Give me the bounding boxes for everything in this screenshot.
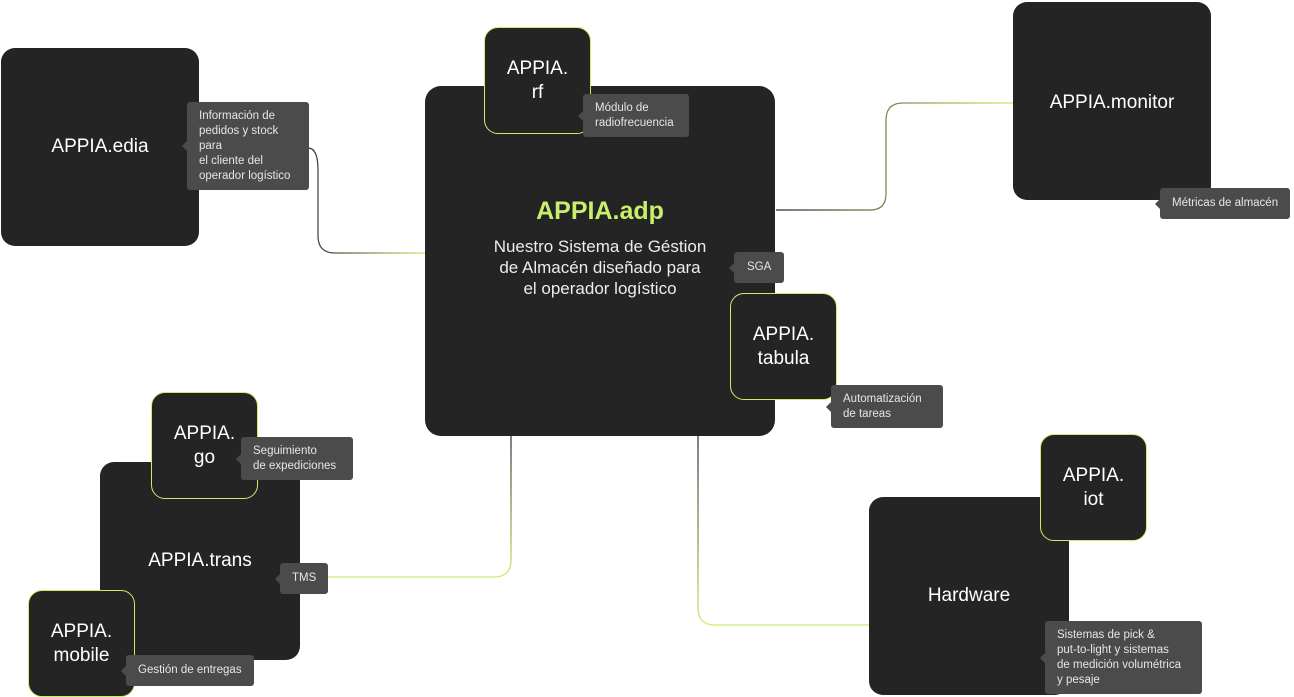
node-tabula[interactable]: APPIA. tabula <box>730 293 837 400</box>
node-hardware[interactable]: Hardware <box>869 497 1069 695</box>
node-mobile[interactable]: APPIA. mobile <box>28 590 135 697</box>
node-rf[interactable]: APPIA. rf <box>484 27 591 134</box>
tooltip-hardware: Sistemas de pick & put-to-light y sistem… <box>1040 621 1202 694</box>
tooltip-rf: Módulo de radiofrecuencia <box>578 94 689 137</box>
tooltip-edia: Información de pedidos y stock para el c… <box>182 102 309 190</box>
node-tabula-label: APPIA. tabula <box>752 323 815 369</box>
tooltip-tabula: Automatización de tareas <box>826 385 943 428</box>
link-adp-trans <box>327 436 512 578</box>
link-adp-monitor <box>776 102 1014 211</box>
node-go-label: APPIA. go <box>173 422 236 468</box>
node-trans-label: APPIA.trans <box>148 550 252 571</box>
link-edia-adp <box>307 147 426 254</box>
center-description: Nuestro Sistema de Géstion de Almacén di… <box>493 236 707 298</box>
tooltip-mobile: Gestión de entregas <box>121 655 254 686</box>
node-rf-label: APPIA. rf <box>506 57 569 103</box>
link-adp-hardware <box>697 436 871 626</box>
node-hardware-label: Hardware <box>927 585 1011 606</box>
center-title: APPIA.adp <box>536 196 664 225</box>
tooltip-go: Seguimiento de expediciones <box>236 437 353 480</box>
sga-tag: SGA <box>728 252 785 283</box>
node-edia[interactable]: APPIA.edia <box>1 48 199 246</box>
center-node-adp[interactable]: APPIA.adp Nuestro Sistema de Géstion de … <box>425 86 775 436</box>
node-mobile-label: APPIA. mobile <box>50 620 113 666</box>
node-monitor-label: APPIA.monitor <box>1049 92 1175 113</box>
tooltip-trans: TMS <box>274 563 329 594</box>
node-edia-label: APPIA.edia <box>51 136 149 157</box>
node-go[interactable]: APPIA. go <box>151 392 258 499</box>
node-monitor[interactable]: APPIA.monitor <box>1013 2 1211 200</box>
node-iot-label: APPIA. iot <box>1062 464 1125 510</box>
tooltip-monitor: Métricas de almacén <box>1154 188 1291 219</box>
node-iot[interactable]: APPIA. iot <box>1040 434 1147 541</box>
